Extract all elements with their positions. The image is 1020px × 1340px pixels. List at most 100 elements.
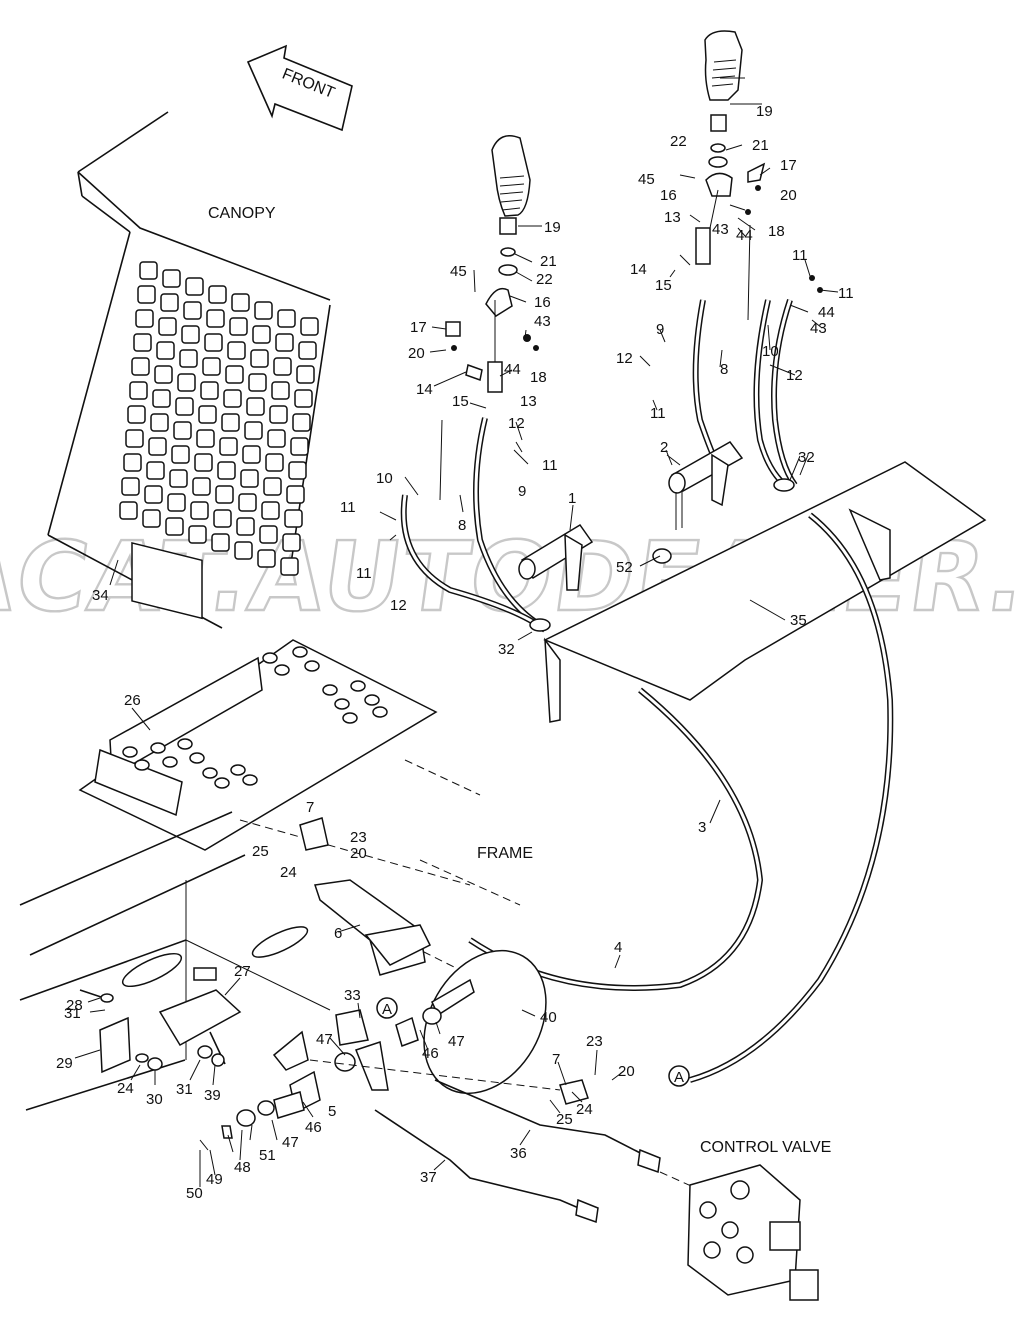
callout-c46b: 46 [305, 1119, 322, 1136]
front-label: FRONT [280, 66, 338, 102]
right-joystick [695, 30, 823, 293]
callout-c21a: 21 [540, 253, 557, 270]
connector-mark-a1: A [376, 997, 398, 1019]
grill-cell [211, 533, 230, 552]
callout-c7a: 7 [306, 799, 314, 816]
grill-cell [236, 517, 255, 536]
callout-c44b: 44 [736, 227, 753, 244]
grill-cell [263, 477, 282, 496]
callout-c8b: 8 [720, 361, 728, 378]
grill-cell [137, 285, 156, 304]
linkage-assembly [79, 817, 589, 1151]
grill-cell [234, 541, 253, 560]
linkage-rods [309, 1059, 701, 1224]
callout-c31a: 31 [64, 1005, 81, 1022]
callout-c43a: 43 [534, 313, 551, 330]
grill-cell [254, 301, 273, 320]
grill-cell [298, 341, 317, 360]
grill-cell [142, 509, 161, 528]
callout-c6: 6 [334, 925, 342, 942]
svg-text:A: A [382, 1001, 392, 1018]
callout-c30: 30 [146, 1091, 163, 1108]
floor-plate-hole [230, 764, 246, 776]
callout-c12c: 12 [616, 350, 633, 367]
grill-cell [252, 325, 271, 344]
callout-c11d: 11 [792, 247, 808, 264]
canopy-grill [119, 261, 319, 576]
callout-c11e: 11 [650, 405, 666, 422]
grill-cell [223, 389, 242, 408]
grill-cell [242, 445, 261, 464]
callout-c45b: 45 [638, 171, 655, 188]
grill-cell [152, 389, 171, 408]
callout-c24a: 24 [280, 864, 297, 881]
floor-plate-hole [364, 694, 380, 706]
grill-cell [248, 373, 267, 392]
grill-cell [148, 437, 167, 456]
grill-cell [296, 365, 315, 384]
grill-cell [292, 413, 311, 432]
grill-cell [139, 261, 158, 280]
callout-c11a: 11 [340, 499, 356, 516]
grill-cell [277, 309, 296, 328]
grill-cell [162, 269, 181, 288]
grill-cell [202, 357, 221, 376]
callout-c16b: 16 [660, 187, 677, 204]
callout-c13a: 13 [520, 393, 537, 410]
grill-cell [196, 429, 215, 448]
callout-c15a: 15 [452, 393, 469, 410]
grill-cell [213, 509, 232, 528]
grill-cell [194, 453, 213, 472]
floor-plate-hole [122, 746, 138, 758]
canopy-label: CANOPY [208, 205, 276, 222]
callout-c32b: 32 [798, 449, 815, 466]
grill-cell [131, 357, 150, 376]
grill-cell [179, 349, 198, 368]
grill-cell [160, 293, 179, 312]
callout-c36: 36 [510, 1145, 527, 1162]
callout-c17b: 17 [780, 157, 797, 174]
grill-cell [219, 437, 238, 456]
grill-cell [150, 413, 169, 432]
grill-cell [288, 461, 307, 480]
floor-plate-hole [262, 652, 278, 664]
callout-c47a: 47 [316, 1031, 333, 1048]
floor-plate-hole [214, 777, 230, 789]
grill-cell [271, 381, 290, 400]
grill-cell [265, 453, 284, 472]
floor-plate-hole [350, 680, 366, 692]
callout-c5: 5 [328, 1103, 336, 1120]
callout-c1: 1 [568, 490, 576, 507]
grill-cell [204, 333, 223, 352]
callout-c24c: 24 [576, 1101, 593, 1118]
grill-cell [175, 397, 194, 416]
grill-cell [119, 501, 138, 520]
grill-cell [217, 461, 236, 480]
callout-c9b: 9 [656, 321, 664, 338]
front-arrow: FRONT [246, 44, 353, 132]
grill-cell [286, 485, 305, 504]
grill-cell [121, 477, 140, 496]
floor-plate-hole [202, 767, 218, 779]
floor-plate-hole [274, 664, 290, 676]
callout-c17a: 17 [410, 319, 427, 336]
grill-cell [282, 533, 301, 552]
callout-c23a: 23 [350, 829, 367, 846]
callout-c2a: 2 [660, 439, 668, 456]
grill-cell [169, 469, 188, 488]
callout-c10b: 10 [762, 343, 779, 360]
grill-cell [267, 429, 286, 448]
callout-c20d: 20 [618, 1063, 635, 1080]
grill-cell [284, 509, 303, 528]
callout-c28: 28 [66, 997, 83, 1014]
grill-cell [200, 381, 219, 400]
grill-cell [215, 485, 234, 504]
callout-c50: 50 [186, 1185, 203, 1202]
grill-cell [192, 477, 211, 496]
grill-cell [123, 453, 142, 472]
floor-plate-hole [162, 756, 178, 768]
grill-cell [190, 501, 209, 520]
callout-c23b: 23 [586, 1033, 603, 1050]
callout-c12a: 12 [390, 597, 407, 614]
